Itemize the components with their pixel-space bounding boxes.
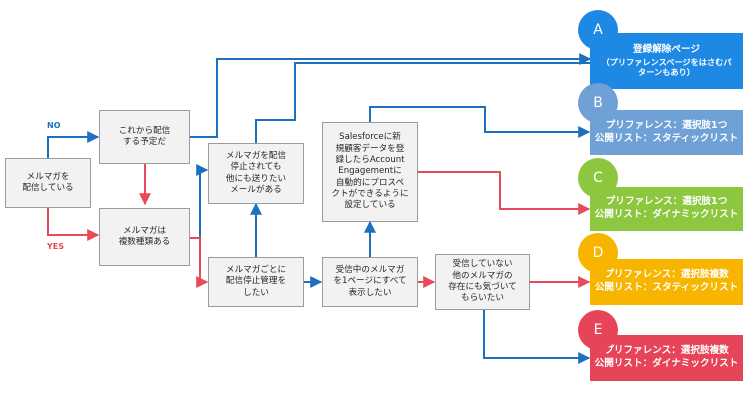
result-A-line1: 登録解除ページ xyxy=(633,43,700,55)
node-unsubscribed: 受信していない 他のメルマガの 存在にも気づいて もらいたい xyxy=(435,254,530,310)
node-plan: これから配信 する予定だ xyxy=(99,110,190,164)
result-B-badge: B xyxy=(578,83,618,123)
edge-optout-A xyxy=(255,62,590,143)
edge-start-multi xyxy=(47,208,100,241)
result-D-line1: プリファレンス：選択肢複数 xyxy=(604,269,729,281)
node-per-mail: メルマガごとに 配信停止管理を したい xyxy=(208,257,304,307)
node-optout-more: メルマガを配信 停止されても 他にも送りたい メールがある xyxy=(208,143,304,204)
result-C-line1: プリファレンス：選択肢1つ xyxy=(605,196,728,208)
edge-plan-A xyxy=(190,53,592,138)
node-start: メルマガを 配信している xyxy=(5,158,91,208)
node-salesforce: Salesforceに新 規顧客データを登 録したらAccount Engage… xyxy=(322,122,418,222)
result-E-line1: プリファレンス：選択肢複数 xyxy=(604,345,729,357)
result-E: プリファレンス：選択肢複数 公開リスト：ダイナミックリスト xyxy=(590,335,743,381)
label-yes: YES xyxy=(47,242,65,251)
result-D-badge: D xyxy=(578,233,618,273)
label-no: NO xyxy=(47,121,61,130)
result-E-line2: 公開リスト：ダイナミックリスト xyxy=(594,358,739,369)
result-A-line2: （プリファレンスページをはさむパ ターンもあり） xyxy=(601,56,732,78)
result-B-line2: 公開リスト：スタティックリスト xyxy=(594,132,739,144)
result-D-line2: 公開リスト：スタティックリスト xyxy=(594,282,739,293)
edge-start-plan xyxy=(47,131,100,158)
result-C: プリファレンス：選択肢1つ 公開リスト：ダイナミックリスト xyxy=(590,187,743,231)
edge-salesforce-C xyxy=(418,171,591,215)
result-E-badge: E xyxy=(578,310,618,350)
result-A: 登録解除ページ （プリファレンスページをはさむパ ターンもあり） xyxy=(590,33,743,89)
result-C-badge: C xyxy=(578,158,618,198)
result-A-badge: A xyxy=(578,10,618,50)
result-D: プリファレンス：選択肢複数 公開リスト：スタティックリスト xyxy=(590,259,743,305)
node-subscribed: 受信中のメルマガ を1ページにすべて 表示したい xyxy=(322,257,418,307)
edge-multi-permail xyxy=(190,237,209,288)
edge-unsubscribed-E xyxy=(483,310,591,364)
node-multi: メルマガは 複数種類ある xyxy=(99,208,190,266)
result-B-line1: プリファレンス：選択肢1つ xyxy=(605,119,728,131)
result-B: プリファレンス：選択肢1つ 公開リスト：スタティックリスト xyxy=(590,110,743,155)
result-C-line2: 公開リスト：ダイナミックリスト xyxy=(594,209,739,220)
edge-salesforce-B xyxy=(369,106,591,138)
edge-multi-optout xyxy=(190,164,209,239)
